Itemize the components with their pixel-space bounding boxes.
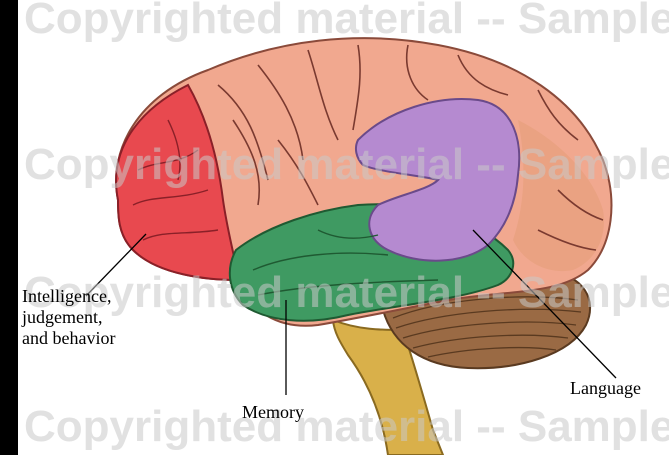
watermark-text: Copyrighted material -- Sample [24,140,669,190]
watermark-text: Copyrighted material -- Sample [24,0,669,44]
language-label: Language [570,378,641,399]
intelligence-label: Intelligence, judgement, and behavior [22,286,115,349]
figure-frame: Copyrighted material -- Sample Copyright… [18,0,669,455]
memory-label: Memory [242,402,304,423]
watermark-text: Copyrighted material -- Sample [24,402,669,452]
watermark-text: Copyrighted material -- Sample [24,268,669,318]
